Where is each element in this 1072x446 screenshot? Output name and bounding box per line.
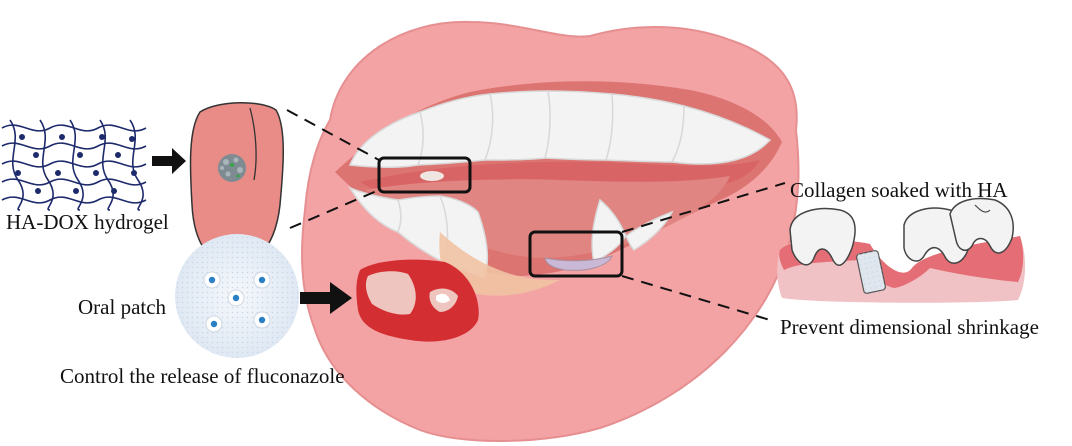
oral-patch-label: Oral patch bbox=[78, 295, 167, 319]
hydrogel-network bbox=[1, 119, 147, 211]
lower-teeth bbox=[348, 186, 674, 279]
collagen-strip bbox=[544, 255, 613, 271]
collagen-label: Collagen soaked with HA bbox=[790, 178, 1008, 202]
teeth-collagen-illustration bbox=[777, 197, 1026, 303]
collagen-callout-box bbox=[528, 230, 624, 278]
arrow-right-icon bbox=[152, 148, 186, 174]
shrinkage-label: Prevent dimensional shrinkage bbox=[780, 315, 1039, 339]
arrow-right-icon bbox=[300, 282, 352, 314]
fluconazole-label: Control the release of fluconazole bbox=[60, 364, 345, 388]
oral-patch-illustration bbox=[175, 234, 299, 358]
hydrogel-site bbox=[420, 171, 444, 181]
upper-teeth bbox=[348, 90, 772, 168]
leader-lines bbox=[286, 109, 786, 321]
tongue-illustration bbox=[189, 102, 284, 267]
floor-of-mouth bbox=[439, 232, 560, 296]
hydrogel-label: HA-DOX hydrogel bbox=[6, 210, 169, 234]
hydrogel-callout-box bbox=[377, 156, 472, 194]
drug-molecules bbox=[15, 134, 137, 194]
mucosal-lesion bbox=[356, 259, 479, 342]
